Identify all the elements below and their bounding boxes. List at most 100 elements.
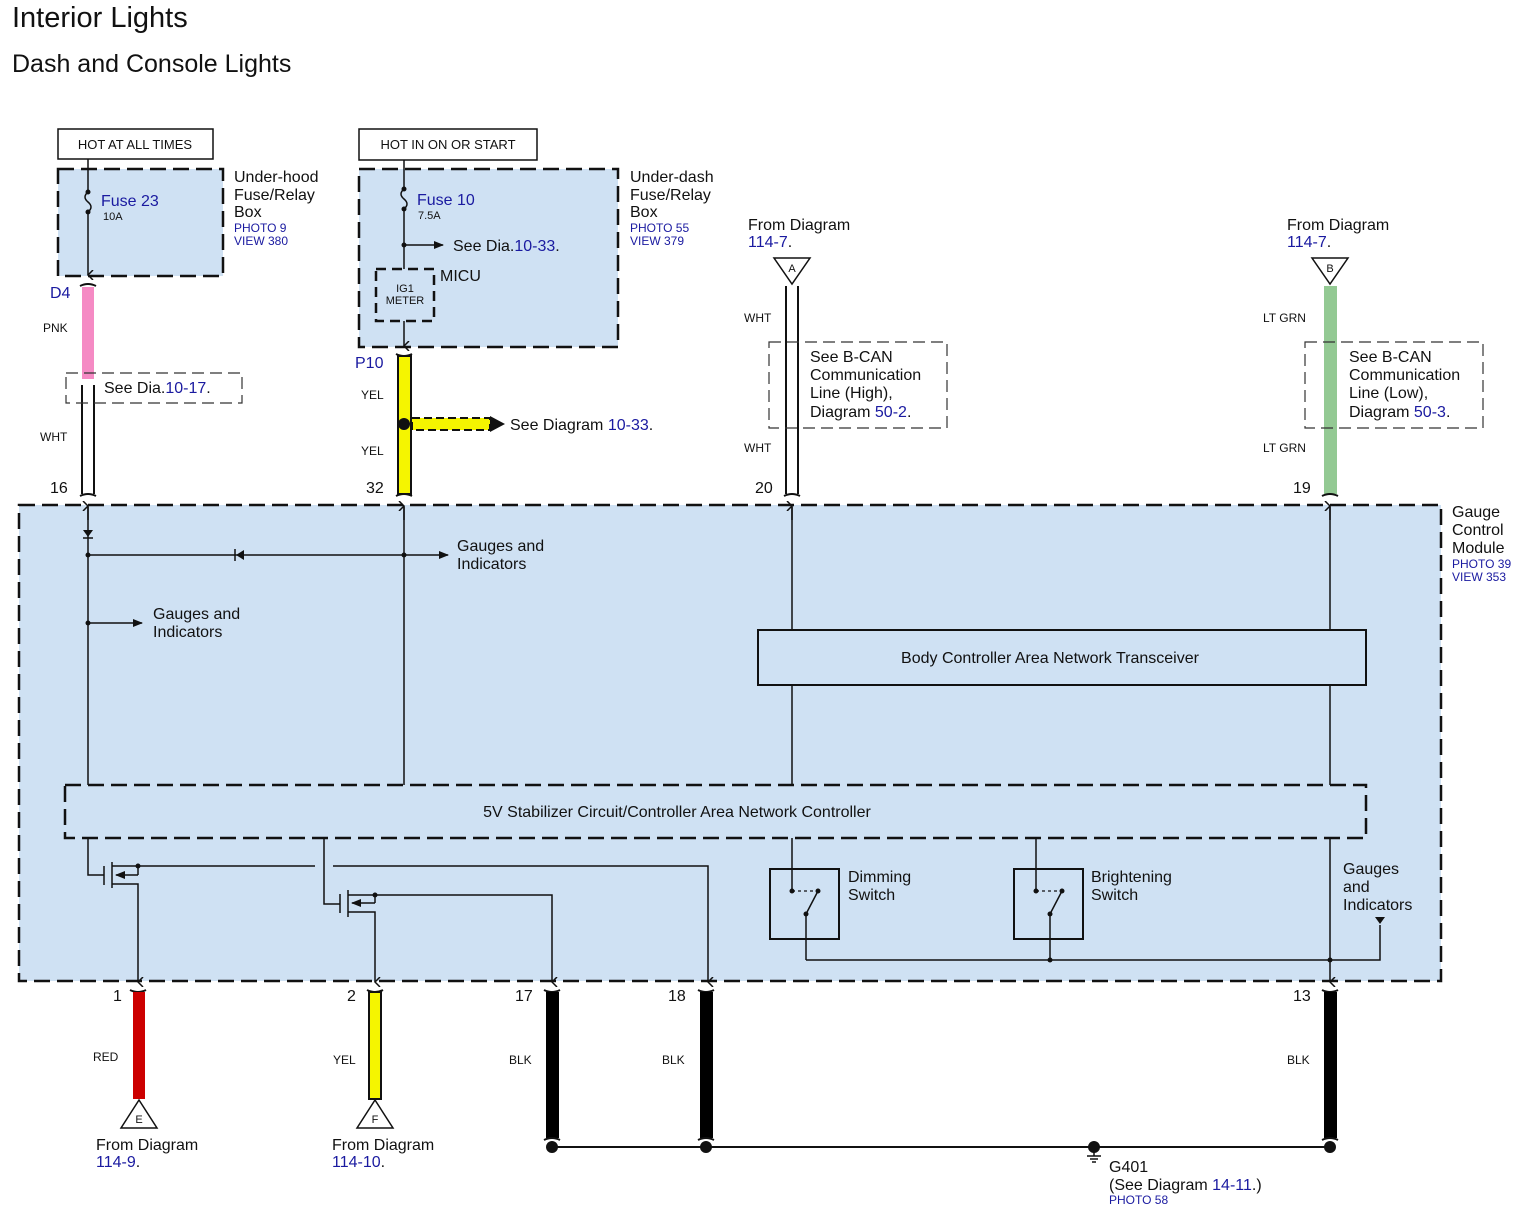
svg-text:Gauge: Gauge [1452,504,1500,521]
svg-text:VIEW 379: VIEW 379 [630,234,684,248]
connector-a [772,257,812,286]
svg-text:Indicators: Indicators [457,556,526,573]
svg-text:E: E [135,1114,142,1126]
wire-pin-2: 2 YEL F From Diagram 114-10. [332,988,434,1171]
svg-text:10A: 10A [103,211,123,223]
svg-text:BLK: BLK [1287,1053,1310,1067]
svg-text:B: B [1326,263,1333,275]
wire-pin-19: From Diagram 114-7. B LT GRN LT GRN See … [1263,217,1484,497]
fuse-icon [84,191,92,213]
wire-pin-32: P10 See Diagram 10-33. YEL YEL 32 [355,353,653,497]
svg-text:Line (Low),: Line (Low), [1349,385,1428,402]
svg-text:114-9.: 114-9. [96,1154,140,1171]
svg-text:METER: METER [386,295,425,307]
transistor-2-icon [323,838,552,982]
svg-text:Communication: Communication [810,367,921,384]
svg-text:BLK: BLK [509,1053,532,1067]
svg-text:and: and [1343,879,1370,896]
svg-text:Fuse/Relay: Fuse/Relay [234,187,315,204]
svg-text:From Diagram: From Diagram [332,1137,434,1154]
svg-text:See Dia.10-17.: See Dia.10-17. [104,380,211,397]
wire-lt-grn [1324,286,1337,494]
svg-text:Dimming: Dimming [848,869,911,886]
svg-text:114-7.: 114-7. [748,234,792,251]
svg-text:See B-CAN: See B-CAN [1349,349,1432,366]
wire-pnk [82,287,94,379]
wire-blk [1324,992,1337,1138]
underhood-fuse-box: Fuse 23 10A Under-hood Fuse/Relay Box PH… [56,159,319,276]
svg-text:PHOTO 39: PHOTO 39 [1452,557,1511,571]
wire-yel [368,991,382,1100]
svg-text:WHT: WHT [744,441,772,455]
svg-text:YEL: YEL [333,1053,356,1067]
connector-f [355,1098,395,1129]
wire-pin-17: 17 BLK [509,988,561,1141]
svg-text:LT GRN: LT GRN [1263,441,1306,455]
connector-d4: D4 [50,285,71,302]
diode-icon [83,530,93,537]
svg-text:Under-hood: Under-hood [234,169,319,186]
svg-text:114-7.: 114-7. [1287,234,1331,251]
svg-text:From Diagram: From Diagram [1287,217,1389,234]
svg-text:G401: G401 [1109,1159,1148,1176]
wire-pin-1: 1 RED E From Diagram 114-9. [93,988,198,1171]
controller-block: 5V Stabilizer Circuit/Controller Area Ne… [63,783,1368,840]
svg-text:Box: Box [630,204,658,221]
pin-32: 32 [366,480,384,497]
brightening-switch: Brightening Switch [1013,838,1172,963]
wire-blk [700,992,713,1138]
svg-text:F: F [372,1114,379,1126]
svg-text:Control: Control [1452,522,1504,539]
dimming-switch: Dimming Switch [769,838,911,960]
svg-text:YEL: YEL [361,388,384,402]
svg-text:PHOTO 58: PHOTO 58 [1109,1193,1168,1207]
page-title: Interior Lights [12,2,188,34]
svg-text:Gauges and: Gauges and [457,538,544,555]
wire-pin-20: From Diagram 114-7. A WHT WHT See B-CAN … [744,217,948,497]
svg-text:See Dia.10-33.: See Dia.10-33. [453,238,560,255]
wire-pin-16: D4 PNK WHT See Dia.10-17. 16 [40,283,243,497]
svg-text:Switch: Switch [848,887,895,904]
connector-p10: P10 [355,355,384,372]
svg-text:Gauges and: Gauges and [153,606,240,623]
wire-pin-13: 13 BLK [1287,988,1339,1141]
svg-text:Switch: Switch [1091,887,1138,904]
page-subtitle: Dash and Console Lights [12,50,292,78]
pin-13: 13 [1293,988,1311,1005]
fuse-10-label: Fuse 10 [417,192,475,209]
wire-pin-18: 18 BLK [662,988,715,1141]
svg-text:HOT IN ON OR START: HOT IN ON OR START [380,137,515,152]
underdash-fuse-box: Fuse 10 7.5A See Dia.10-33. IG1 METER MI… [357,160,714,347]
wire-blk [546,992,559,1138]
svg-text:WHT: WHT [744,311,772,325]
fuse-23-label: Fuse 23 [101,193,159,210]
svg-text:See Diagram 10-33.: See Diagram 10-33. [510,417,653,434]
svg-text:PNK: PNK [43,321,68,335]
svg-text:YEL: YEL [361,444,384,458]
svg-text:BLK: BLK [662,1053,685,1067]
svg-text:5V Stabilizer Circuit/Controll: 5V Stabilizer Circuit/Controller Area Ne… [483,804,871,821]
pin-18: 18 [668,988,686,1005]
svg-text:Under-dash: Under-dash [630,169,714,186]
svg-text:Body Controller Area Network T: Body Controller Area Network Transceiver [901,650,1200,667]
svg-text:From Diagram: From Diagram [96,1137,198,1154]
wire-yel-branch [411,417,491,431]
svg-text:Module: Module [1452,540,1505,557]
svg-text:Communication: Communication [1349,367,1460,384]
fuse-icon [400,188,408,210]
svg-text:HOT AT ALL TIMES: HOT AT ALL TIMES [78,137,192,152]
svg-text:Indicators: Indicators [153,624,222,641]
svg-text:Diagram 50-2.: Diagram 50-2. [810,404,911,421]
gauge-control-module: Gauge Control Module PHOTO 39 VIEW 353 G… [17,504,1511,982]
micu-label: MICU [440,268,481,285]
svg-text:A: A [788,263,796,275]
power-source-hot-at-all-times: HOT AT ALL TIMES [57,128,214,160]
svg-text:LT GRN: LT GRN [1263,311,1306,325]
svg-text:RED: RED [93,1050,119,1064]
svg-text:From Diagram: From Diagram [748,217,850,234]
svg-text:Indicators: Indicators [1343,897,1412,914]
wire-red [133,992,145,1099]
svg-text:Line (High),: Line (High), [810,385,893,402]
svg-text:VIEW 353: VIEW 353 [1452,570,1506,584]
